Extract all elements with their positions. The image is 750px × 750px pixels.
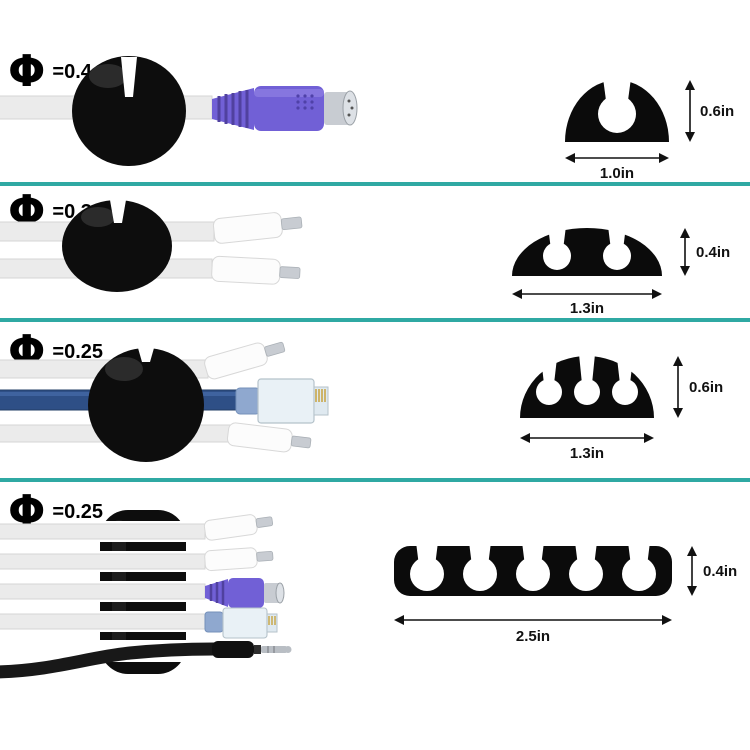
height-dimension-arrow [685,80,695,142]
lightning-connector [211,255,301,285]
rj45-connector [235,378,329,424]
white-cable [0,523,206,540]
lightning-connector [204,547,274,572]
height-dimension-arrow [673,356,683,418]
height-dimension-label: 0.4in [703,563,737,580]
clip-hole [516,557,550,591]
height-dimension-label: 0.4in [696,244,730,261]
width-dimension-arrow [565,153,669,163]
phi-symbol: Φ [8,46,46,97]
clip-hole [612,379,638,405]
purple-connector [212,86,358,131]
photo-single-slot-clip [0,56,358,166]
white-cable [0,553,206,570]
clip-notch [110,200,126,223]
width-dimension-label: 1.0in [600,165,634,182]
width-dimension-arrow [394,615,672,625]
row-three-slot: Φ =0.25 [0,322,750,478]
width-dimension-label: 2.5in [516,628,550,645]
height-dimension-arrow [687,546,697,596]
phi-value: =0.25 [52,340,104,363]
gold-pins [315,389,326,402]
diagram-single-slot: 0.6in 1.0in [565,78,734,182]
clip-hole [574,379,600,405]
row-two-slot: Φ =0.3 [0,186,750,318]
purple-connector [205,578,285,608]
black-audio-cable [0,642,221,679]
width-dimension-arrow [512,289,662,299]
white-cable [0,613,206,630]
height-dimension-label: 0.6in [700,103,734,120]
teal-divider-3 [0,478,750,482]
clip-silhouette [512,228,662,276]
white-cable [0,583,206,600]
cable-clip [88,348,204,462]
lightning-connector [226,422,312,453]
lightning-connector [212,212,303,244]
photo-three-slot-clip [0,341,329,462]
photo-five-slot-clip [0,510,292,679]
clip-hole [569,557,603,591]
rj45-connector [204,607,278,639]
connector-dots [296,94,314,110]
diagram-five-slot: 0.4in 2.5in [394,542,737,645]
teal-divider-2 [0,318,750,322]
photo-two-slot-clip [0,200,303,292]
clip-hole [622,557,656,591]
phi-spec-1: Φ =0.4 [8,50,92,94]
height-dimension-arrow [680,228,690,276]
width-dimension-arrow [520,433,654,443]
height-dimension-label: 0.6in [689,379,723,396]
audio-jack-connector [212,641,292,658]
width-dimension-label: 1.3in [570,445,604,462]
clip-hole [536,379,562,405]
row-five-slot: Φ =0.25 [0,482,750,750]
clip-hole [543,242,571,270]
phi-value: =0.4 [52,60,92,83]
diagram-two-slot: 0.4in 1.3in [512,226,730,316]
cable-clip [72,56,186,166]
diagram-three-slot: 0.6in 1.3in [520,354,723,462]
clip-hole [410,557,444,591]
clip-notch [138,348,154,362]
teal-divider-1 [0,182,750,186]
cable-clip [62,200,172,292]
lightning-connector [204,341,286,380]
lightning-connector [203,514,274,541]
width-dimension-label: 1.3in [570,300,604,316]
clip-hole [603,242,631,270]
clip-hole [598,95,636,133]
clip-notch [121,57,137,97]
phi-value: =0.25 [52,500,104,523]
gold-pins [268,616,276,625]
row-single-slot: Φ =0.4 [0,0,750,182]
clip-hole [463,557,497,591]
